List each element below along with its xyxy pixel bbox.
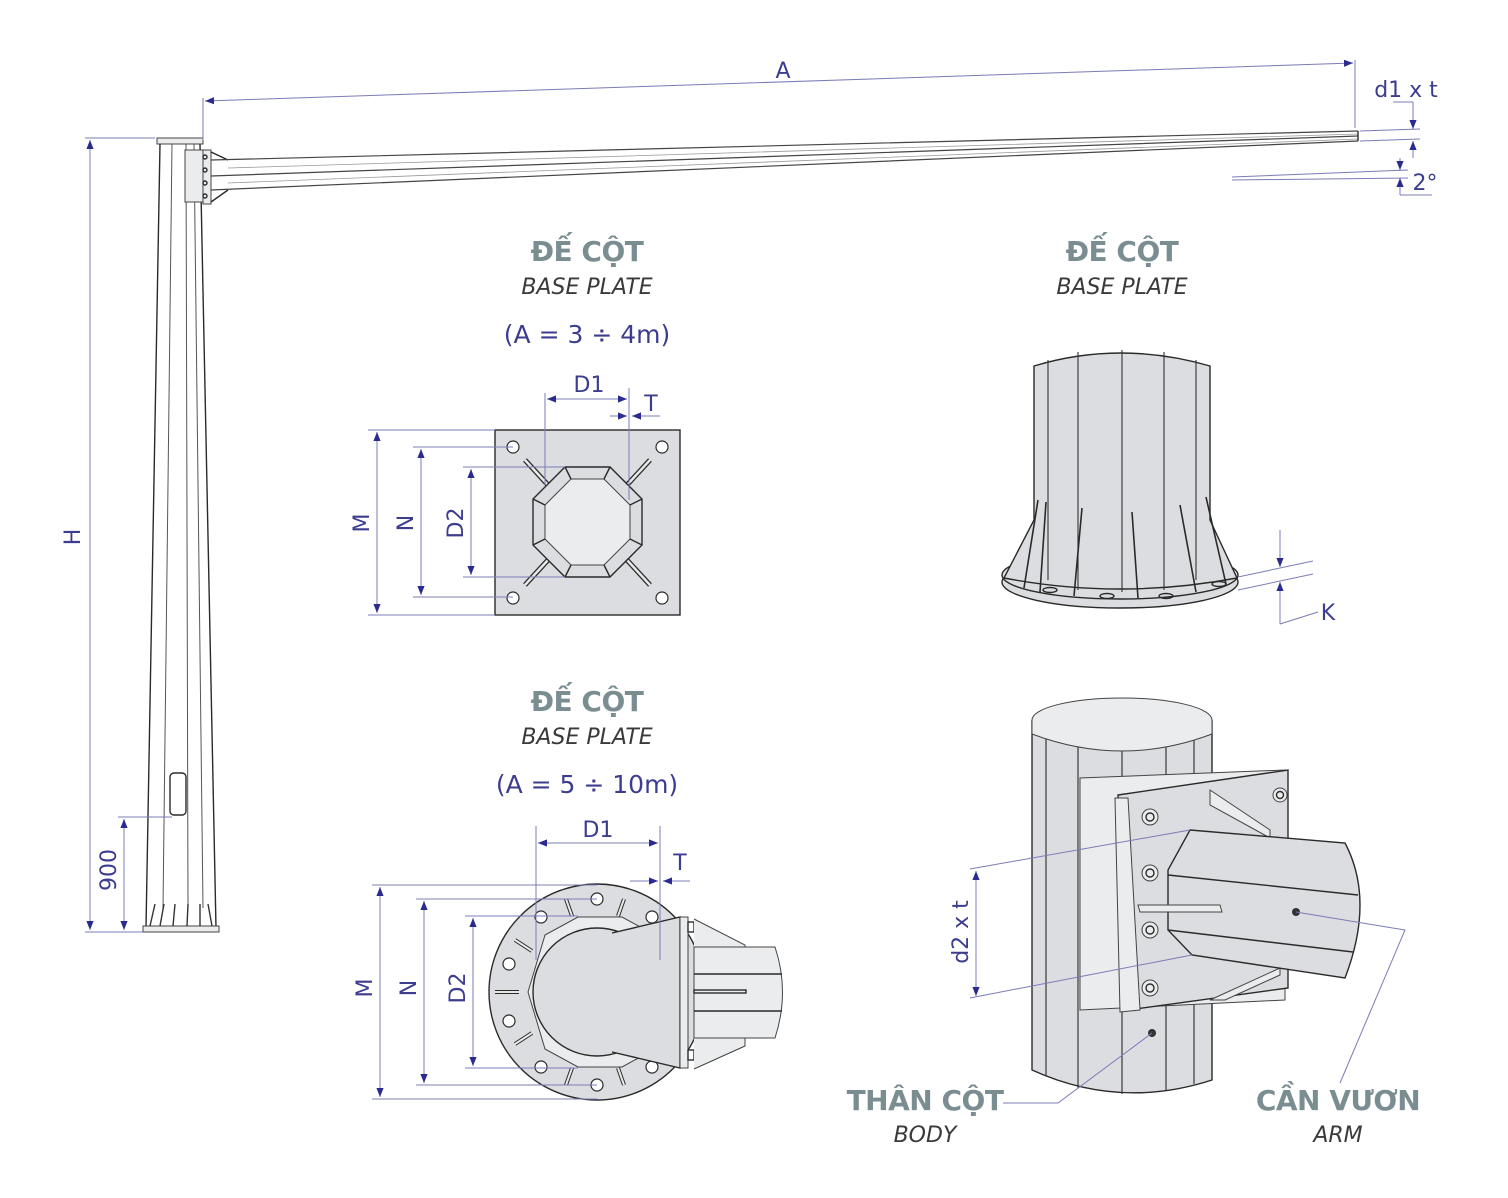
- square-base-range: (A = 3 ÷ 4m): [504, 320, 670, 349]
- round-m-label: M: [353, 979, 378, 998]
- body-leader-line: [1003, 1032, 1153, 1104]
- shaft-3d: [1002, 352, 1239, 590]
- bolt-hole: [506, 591, 520, 605]
- round-t-label: T: [672, 851, 687, 876]
- body-label-vi: THÂN CỘT: [847, 1083, 1004, 1117]
- arm-3d: [1167, 829, 1361, 979]
- round-d2-label: D2: [446, 973, 471, 1004]
- dimension-height: H: [61, 137, 155, 933]
- dimension-arm-length: A: [202, 59, 1356, 140]
- arm-label-en: ARM: [1311, 1123, 1362, 1148]
- square-base-plate-section: ĐẾ CỘT BASE PLATE (A = 3 ÷ 4m) D1 T M N: [350, 231, 681, 616]
- pole-elevation: A H 900 d1 x t: [61, 59, 1438, 933]
- pole-base-plate: [142, 925, 220, 933]
- base-3d-title-en: BASE PLATE: [1056, 275, 1187, 300]
- arm-bracket: [184, 149, 229, 205]
- round-n-label: N: [397, 980, 422, 996]
- body-label-en: BODY: [894, 1123, 958, 1148]
- round-d1-label: D1: [583, 818, 614, 843]
- base-3d-title-vi: ĐẾ CỘT: [1066, 231, 1179, 268]
- square-d1-label: D1: [574, 373, 605, 398]
- arm-leader-line: [1295, 911, 1406, 1084]
- round-base-title-en: BASE PLATE: [521, 725, 652, 750]
- round-base-range: (A = 5 ÷ 10m): [496, 770, 678, 799]
- arm-label-vi: CẦN VƯƠN: [1256, 1080, 1420, 1117]
- base-plate-3d-section: ĐẾ CỘT BASE PLATE K: [1001, 231, 1336, 626]
- tip-section-label: d1 x t: [1374, 78, 1438, 103]
- bolt-hole: [655, 591, 669, 605]
- dimension-tip-section: d1 x t: [1359, 78, 1438, 158]
- arm-angle-label: 2°: [1413, 171, 1438, 196]
- arm-section-label: d2 x t: [949, 900, 974, 964]
- door-height-label: 900: [97, 849, 122, 891]
- service-door: [169, 772, 187, 816]
- pole-shaft: [142, 137, 220, 933]
- square-n-label: N: [394, 515, 419, 531]
- mount-bolts: [1141, 787, 1288, 997]
- arm-length-label: A: [775, 59, 790, 84]
- square-base-title-en: BASE PLATE: [521, 275, 652, 300]
- bolt-hole: [655, 440, 669, 454]
- height-label: H: [61, 529, 86, 546]
- dimension-arm-angle: 2°: [1231, 158, 1438, 196]
- square-base-title-vi: ĐẾ CỘT: [531, 231, 644, 268]
- pole-arm: [210, 130, 1359, 191]
- square-d2-label: D2: [444, 508, 469, 539]
- octagon-shaft-inner: [544, 478, 631, 566]
- arm-joint-section: d2 x t THÂN CỘT BODY CẦN VƯƠN ARM: [847, 697, 1421, 1148]
- square-t-label: T: [643, 392, 658, 417]
- square-m-label: M: [350, 514, 375, 533]
- round-base-title-vi: ĐẾ CỘT: [531, 681, 644, 718]
- dimension-door-height: 900: [97, 816, 172, 930]
- flange-thickness-label: K: [1321, 601, 1336, 626]
- round-base-plate-section: ĐẾ CỘT BASE PLATE (A = 5 ÷ 10m): [353, 681, 783, 1101]
